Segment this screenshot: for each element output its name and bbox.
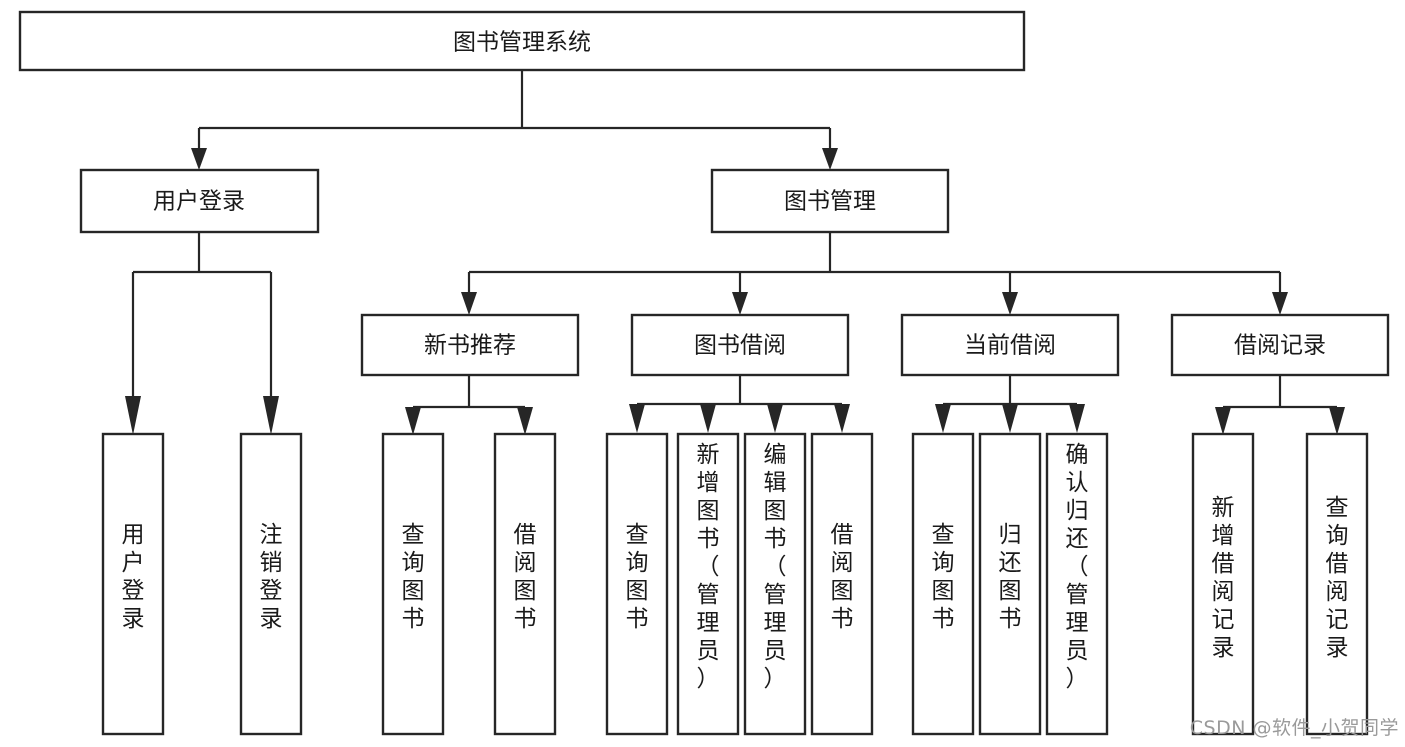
node-leaf-add-record-label: 新增借阅记录 <box>1212 495 1235 661</box>
arrowhead-borrow-record <box>1272 292 1288 315</box>
node-book-borrow-box[interactable] <box>630 313 850 377</box>
node-book-manage-box[interactable] <box>710 168 950 234</box>
node-leaf-add-record-box[interactable] <box>1191 432 1255 736</box>
node-leaf-borrow-book-2-box[interactable] <box>810 432 874 736</box>
arrowhead-user-login <box>191 148 207 170</box>
arrowhead-book-manage <box>822 148 838 170</box>
connector-group-book-manage <box>461 232 1288 315</box>
node-leaf-user-logout[interactable]: 注销登录 <box>239 432 303 736</box>
node-leaf-user-login-box[interactable] <box>101 432 165 736</box>
node-leaf-borrow-book-1[interactable]: 借阅图书 <box>493 432 557 736</box>
node-user-login-label: 用户登录 <box>153 189 245 215</box>
node-leaf-query-book-3-box[interactable] <box>911 432 975 736</box>
arrowhead-new-book-rec <box>461 292 477 315</box>
node-root-label: 图书管理系统 <box>453 30 591 56</box>
node-leaf-user-logout-box[interactable] <box>239 432 303 736</box>
connector-group-new-book-rec <box>405 375 533 435</box>
arrowhead-book-borrow <box>732 292 748 315</box>
arrowhead-leaf-query-book-1 <box>405 407 421 435</box>
arrowhead-leaf-borrow-book-2 <box>834 404 850 433</box>
node-leaf-edit-book-box[interactable] <box>743 432 807 736</box>
node-leaf-confirm-return-box[interactable] <box>1045 432 1109 736</box>
node-leaf-query-book-1-box[interactable] <box>381 432 445 736</box>
node-book-manage[interactable]: 图书管理 <box>710 168 950 234</box>
node-leaf-add-book[interactable]: 新增图书（管理员） <box>676 432 740 736</box>
arrowhead-leaf-query-record <box>1329 407 1345 435</box>
node-book-manage-label: 图书管理 <box>784 189 876 215</box>
node-borrow-record-box[interactable] <box>1170 313 1390 377</box>
node-leaf-add-record[interactable]: 新增借阅记录 <box>1191 432 1255 736</box>
node-leaf-query-record-label: 查询借阅记录 <box>1326 495 1349 661</box>
arrowhead-leaf-return-book <box>1002 404 1018 433</box>
node-leaf-user-login[interactable]: 用户登录 <box>101 432 165 736</box>
node-current-borrow-box[interactable] <box>900 313 1120 377</box>
arrowhead-leaf-add-book <box>700 404 716 433</box>
node-leaf-confirm-return-label: 确认归还（管理员） <box>1066 442 1089 692</box>
connector-group-book-borrow <box>629 375 850 433</box>
node-borrow-record[interactable]: 借阅记录 <box>1170 313 1390 377</box>
node-leaf-query-record-box[interactable] <box>1305 432 1369 736</box>
node-leaf-return-book[interactable]: 归还图书 <box>978 432 1042 736</box>
node-leaf-query-record[interactable]: 查询借阅记录 <box>1305 432 1369 736</box>
arrowhead-leaf-confirm-return <box>1069 404 1085 433</box>
arrowhead-current-borrow <box>1002 292 1018 315</box>
node-leaf-user-login-label: 用户登录 <box>122 522 145 632</box>
node-leaf-query-book-3-label: 查询图书 <box>932 522 955 632</box>
node-user-login-box[interactable] <box>79 168 320 234</box>
arrowhead-leaf-query-book-3 <box>935 404 951 433</box>
node-leaf-add-book-box[interactable] <box>676 432 740 736</box>
node-root-box[interactable] <box>18 10 1026 72</box>
node-leaf-user-logout-label: 注销登录 <box>260 522 283 632</box>
node-leaf-add-book-label: 新增图书（管理员） <box>697 442 720 692</box>
node-user-login[interactable]: 用户登录 <box>79 168 320 234</box>
node-leaf-return-book-box[interactable] <box>978 432 1042 736</box>
arrowhead-leaf-query-book-2 <box>629 404 645 433</box>
node-leaf-borrow-book-1-box[interactable] <box>493 432 557 736</box>
node-leaf-borrow-book-2-label: 借阅图书 <box>831 522 854 632</box>
arrowhead-leaf-edit-book <box>767 404 783 433</box>
node-leaf-borrow-book-1-label: 借阅图书 <box>514 522 537 632</box>
csdn-watermark: CSDN @软件_小贺同学 <box>1189 717 1399 739</box>
node-book-borrow[interactable]: 图书借阅 <box>630 313 850 377</box>
node-leaf-query-book-1-label: 查询图书 <box>402 522 425 632</box>
connector-group-borrow-record <box>1215 375 1345 435</box>
arrowhead-leaf-add-record <box>1215 407 1231 435</box>
node-root[interactable]: 图书管理系统 <box>18 10 1026 72</box>
node-leaf-query-book-3[interactable]: 查询图书 <box>911 432 975 736</box>
node-book-borrow-label: 图书借阅 <box>694 333 786 359</box>
node-leaf-query-book-2-box[interactable] <box>605 432 669 736</box>
node-leaf-query-book-2[interactable]: 查询图书 <box>605 432 669 736</box>
arrowhead-leaf-user-logout <box>263 396 279 435</box>
arrowhead-leaf-borrow-book-1 <box>517 407 533 435</box>
node-leaf-confirm-return[interactable]: 确认归还（管理员） <box>1045 432 1109 736</box>
connector-group-user-login <box>125 232 279 435</box>
arrowhead-leaf-user-login <box>125 396 141 435</box>
node-current-borrow[interactable]: 当前借阅 <box>900 313 1120 377</box>
node-leaf-borrow-book-2[interactable]: 借阅图书 <box>810 432 874 736</box>
connector-group-root <box>191 70 838 170</box>
node-borrow-record-label: 借阅记录 <box>1234 333 1326 359</box>
connector-group-current-borrow <box>935 375 1085 433</box>
node-current-borrow-label: 当前借阅 <box>964 333 1056 359</box>
node-leaf-return-book-label: 归还图书 <box>999 522 1022 632</box>
node-leaf-edit-book[interactable]: 编辑图书（管理员） <box>743 432 807 736</box>
node-leaf-query-book-2-label: 查询图书 <box>626 522 649 632</box>
node-leaf-edit-book-label: 编辑图书（管理员） <box>764 442 787 692</box>
node-leaf-query-book-1[interactable]: 查询图书 <box>381 432 445 736</box>
node-new-book-rec-label: 新书推荐 <box>424 333 516 359</box>
node-new-book-rec-box[interactable] <box>360 313 580 377</box>
node-new-book-rec[interactable]: 新书推荐 <box>360 313 580 377</box>
